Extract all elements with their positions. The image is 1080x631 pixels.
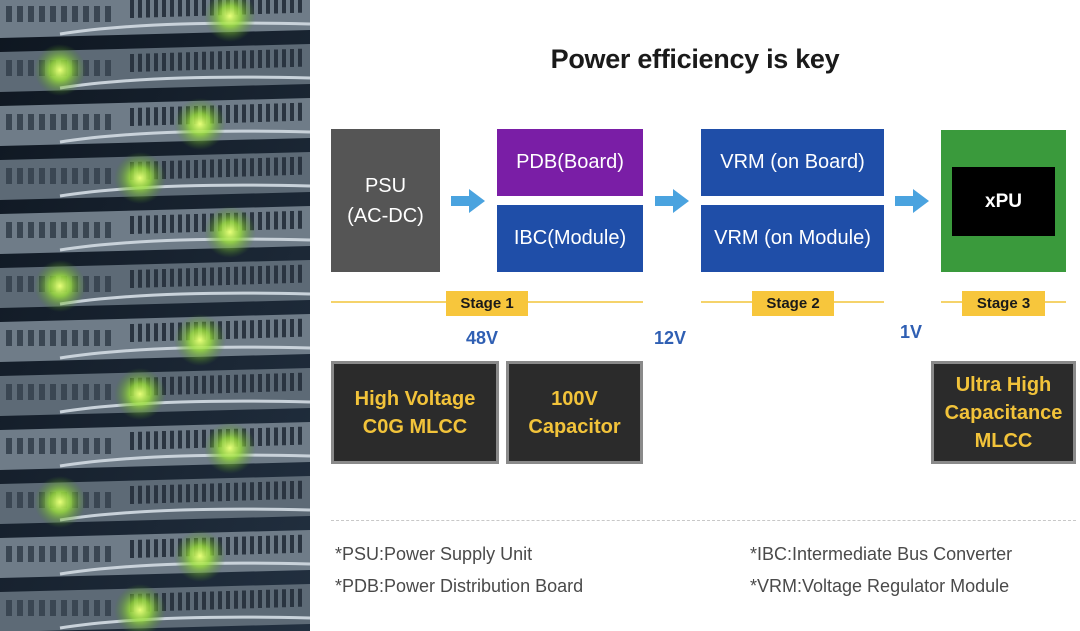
voltage-1v: 1V xyxy=(900,322,923,342)
rack-unit xyxy=(0,530,310,578)
component-line: High Voltage xyxy=(354,387,476,410)
footnote-pdb: *PDB:Power Distribution Board xyxy=(335,576,584,596)
page-title: Power efficiency is key xyxy=(550,44,840,74)
footnote-vrm: *VRM:Voltage Regulator Module xyxy=(750,576,1010,596)
component-100v-capacitor: 100V Capacitor xyxy=(506,361,643,464)
stage-3-badge: Stage 3 xyxy=(962,291,1045,316)
status-light xyxy=(114,152,166,204)
status-light xyxy=(204,422,256,474)
rack-unit xyxy=(0,314,310,362)
arrow-right-icon xyxy=(895,189,929,213)
xpu-chip: xPU xyxy=(952,167,1055,236)
divider xyxy=(331,520,1076,521)
stage-2-badge: Stage 2 xyxy=(752,291,834,316)
component-c0g-mlcc: High Voltage C0G MLCC xyxy=(331,361,499,464)
status-light xyxy=(34,44,86,96)
status-light xyxy=(34,476,86,528)
component-line: Ultra High xyxy=(955,373,1052,396)
arrow-right-icon xyxy=(655,189,689,213)
rack-unit xyxy=(0,98,310,146)
voltage-12v: 12V xyxy=(654,328,687,348)
component-ultra-high-mlcc: Ultra High Capacitance MLCC xyxy=(931,361,1076,464)
psu-sublabel: (AC-DC) xyxy=(347,204,424,227)
voltage-48v: 48V xyxy=(466,328,499,348)
component-line: MLCC xyxy=(974,429,1033,452)
status-light xyxy=(174,314,226,366)
status-light xyxy=(114,584,166,631)
status-light xyxy=(204,0,256,42)
psu-label: PSU xyxy=(364,174,407,197)
pdb-block: PDB(Board) xyxy=(497,129,643,196)
status-light xyxy=(174,530,226,582)
status-light xyxy=(204,206,256,258)
server-rack-photo xyxy=(0,0,310,631)
ibc-block: IBC(Module) xyxy=(497,205,643,272)
vrm-module-block: VRM (on Module) xyxy=(701,205,884,272)
vrm-module-label: VRM (on Module) xyxy=(714,227,871,249)
status-light xyxy=(34,260,86,312)
rack-unit xyxy=(0,422,310,470)
vrm-board-label: VRM (on Board) xyxy=(720,151,865,173)
component-line: C0G MLCC xyxy=(362,415,468,438)
pdb-label: PDB(Board) xyxy=(516,151,624,173)
vrm-board-block: VRM (on Board) xyxy=(701,129,884,196)
rack-unit xyxy=(0,206,310,254)
ibc-label: IBC(Module) xyxy=(513,227,627,249)
footnote-psu: *PSU:Power Supply Unit xyxy=(335,544,533,564)
stage-1-badge: Stage 1 xyxy=(446,291,528,316)
footnote-ibc: *IBC:Intermediate Bus Converter xyxy=(750,544,1013,564)
arrow-right-icon xyxy=(451,189,485,213)
psu-block: PSU (AC-DC) xyxy=(331,129,440,272)
status-light xyxy=(174,98,226,150)
component-line: Capacitance xyxy=(944,401,1063,424)
status-light xyxy=(114,368,166,420)
component-line: Capacitor xyxy=(528,415,621,438)
component-line: 100V xyxy=(551,387,598,410)
